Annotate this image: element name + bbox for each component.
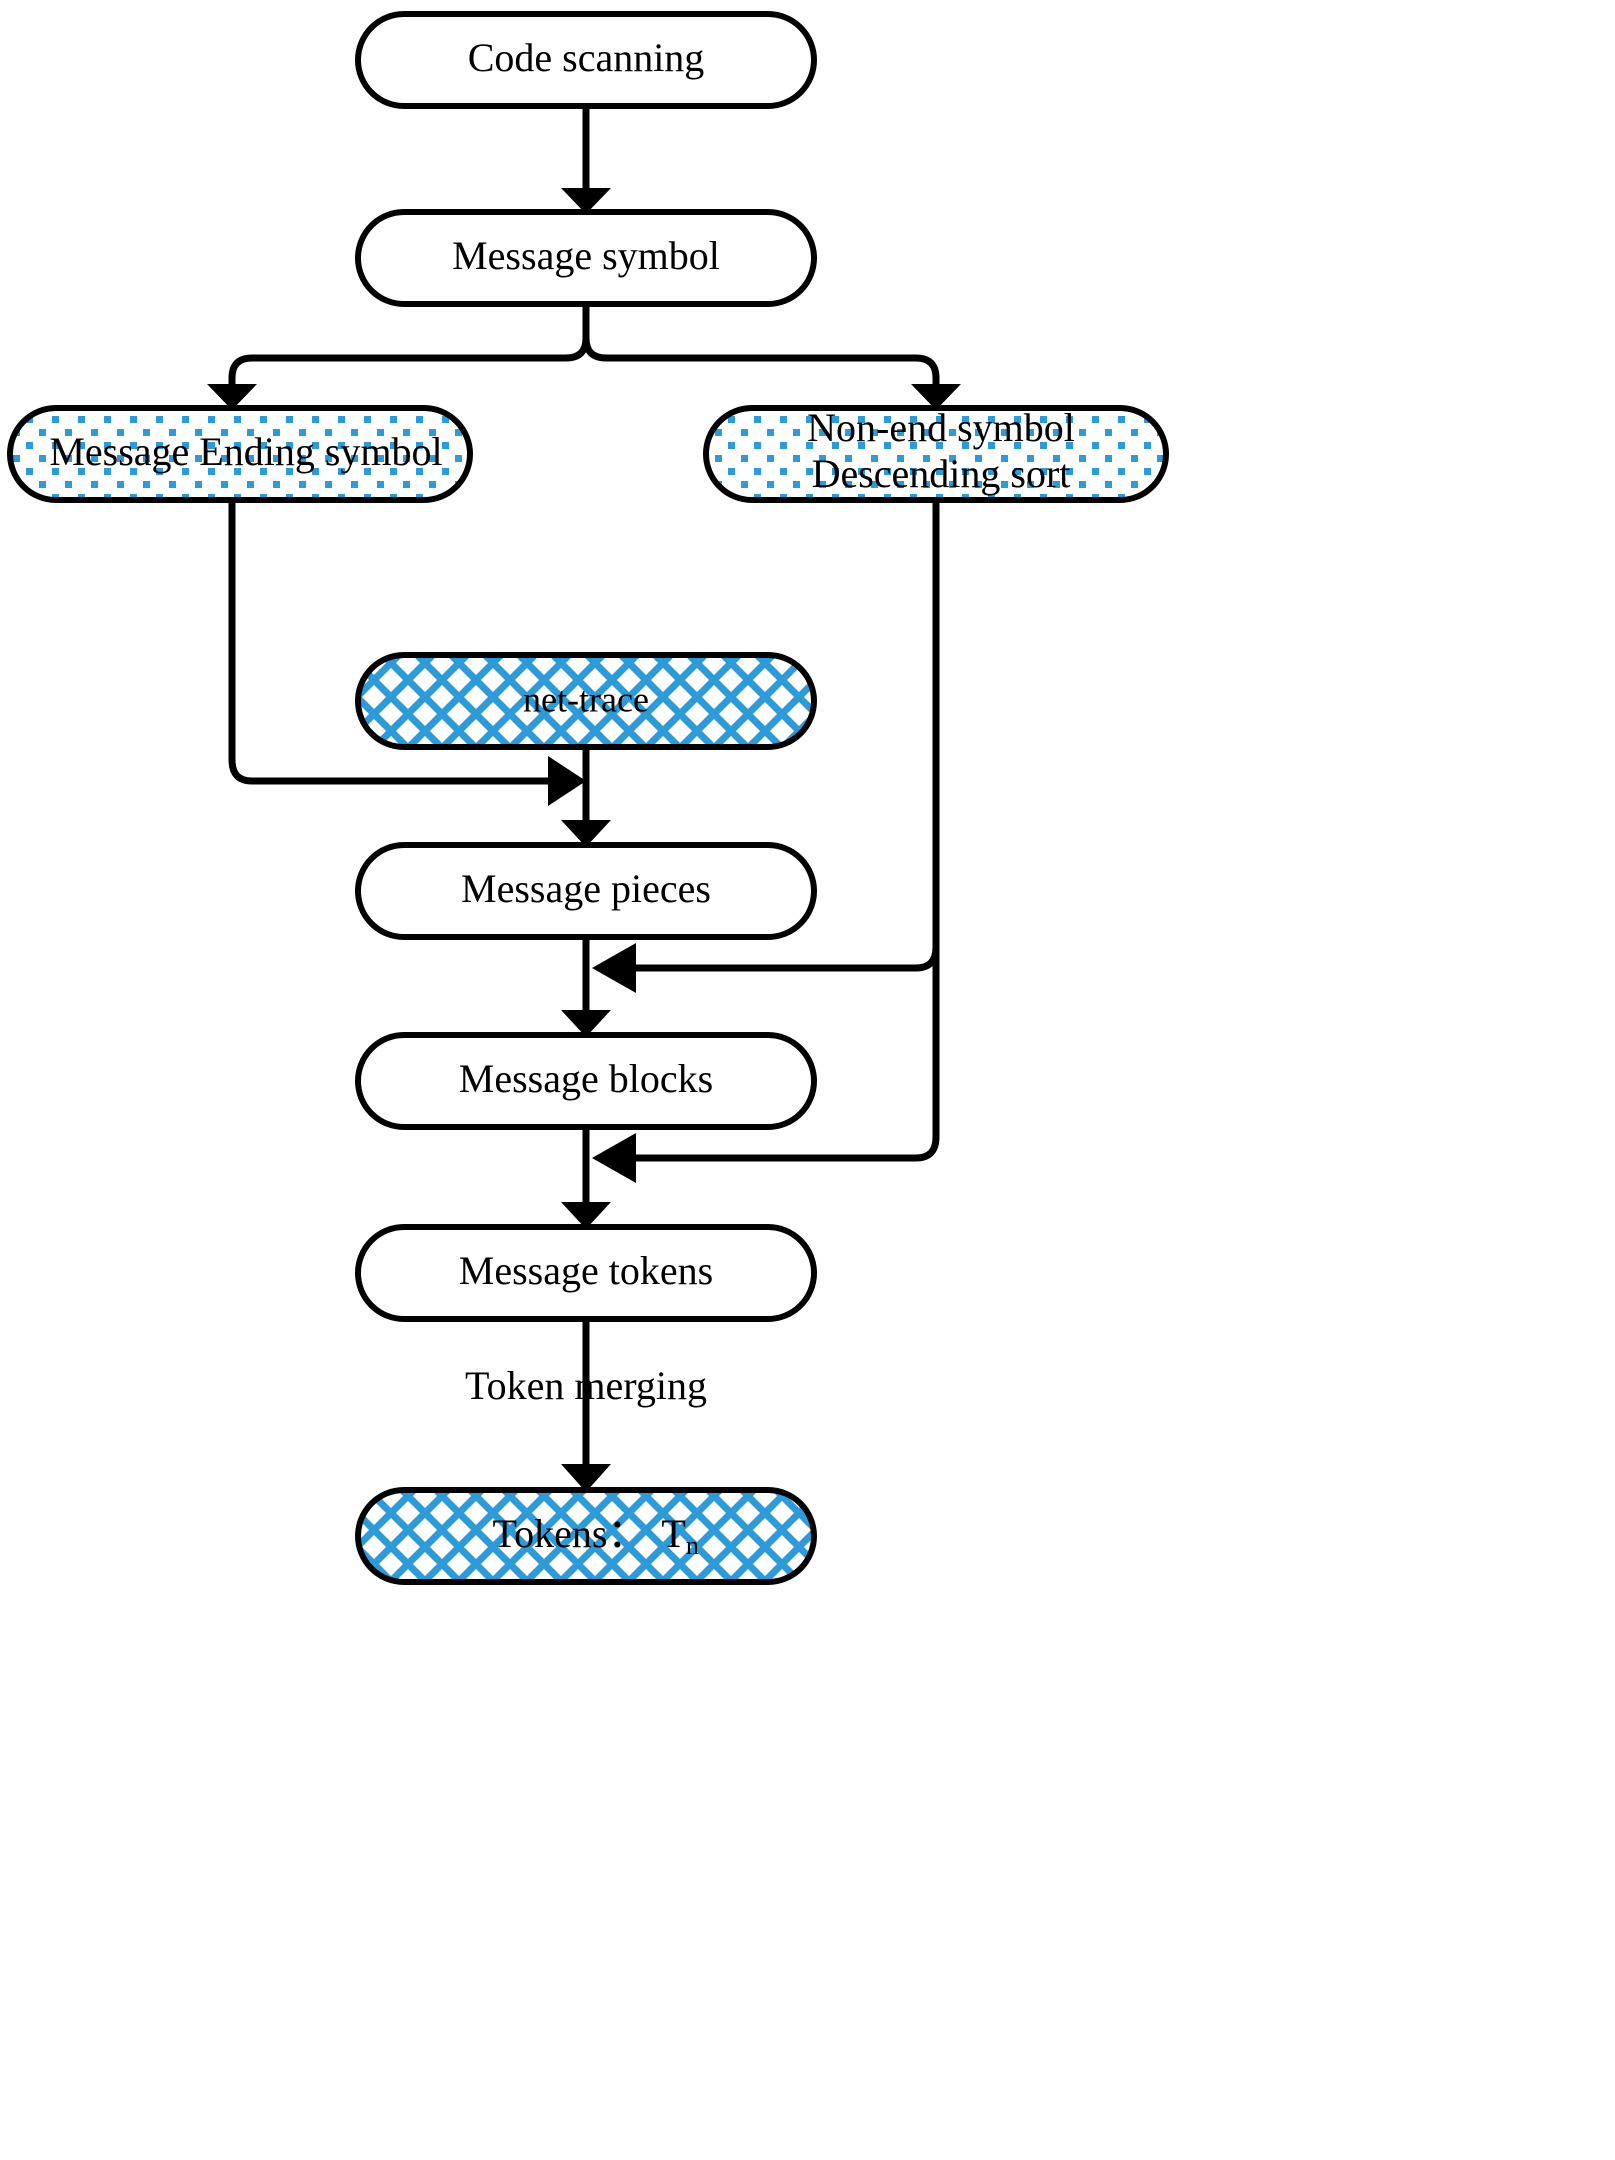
node-net-trace-shape [355, 652, 817, 750]
node-net-trace-label: net-trace [523, 679, 649, 719]
node-tokens-result-label-sub: n [686, 1531, 699, 1560]
edge-message-ending-to-message-pieces [228, 500, 586, 806]
edge-message-pieces-to-message-blocks [561, 937, 611, 1037]
node-message-ending-symbol-shape [7, 405, 473, 503]
node-tokens-result-label-var: T [661, 1511, 685, 1556]
node-tokens-result-label-main: Tokens： [492, 1511, 647, 1556]
node-tokens-result-shape [355, 1487, 817, 1585]
edge-net-trace-to-message-pieces [561, 747, 611, 847]
node-code-scanning[interactable]: Code scanning [355, 11, 817, 109]
node-message-pieces[interactable]: Message pieces [355, 842, 817, 940]
node-message-blocks-label: Message blocks [459, 1056, 713, 1101]
node-tokens-result-label: Tokens： Tn [423, 1511, 749, 1566]
edge-message-symbol-split [207, 304, 961, 410]
node-code-scanning-shape [355, 11, 817, 109]
edge-code-scanning-to-message-symbol [561, 106, 611, 214]
node-message-symbol[interactable]: Message symbol [355, 209, 817, 307]
node-message-tokens-label: Message tokens [459, 1248, 713, 1293]
node-non-end-symbol-label-line1: Non-end symbol [807, 405, 1075, 450]
node-message-ending-symbol[interactable]: Message Ending symbol [7, 405, 473, 503]
node-message-symbol-label: Message symbol [452, 233, 720, 278]
node-non-end-symbol[interactable]: Non-end symbol Descending sort [703, 405, 1169, 503]
edge-label-token-merging: Token merging [465, 1363, 707, 1408]
edge-non-end-to-message-tokens [592, 500, 940, 1183]
node-message-pieces-shape [355, 842, 817, 940]
node-message-pieces-label: Message pieces [461, 866, 711, 911]
node-message-ending-symbol-label: Message Ending symbol [49, 429, 442, 474]
node-tokens-result[interactable]: Tokens： Tn [355, 1487, 817, 1585]
node-net-trace[interactable]: net-trace [355, 652, 817, 750]
edge-message-tokens-to-tokens [561, 1319, 611, 1492]
edge-message-blocks-to-message-tokens [561, 1127, 611, 1229]
node-non-end-symbol-label-line2: Descending sort [812, 451, 1071, 496]
node-message-tokens-shape [355, 1224, 817, 1322]
node-message-symbol-shape [355, 209, 817, 307]
node-code-scanning-label: Code scanning [468, 35, 705, 80]
node-message-blocks[interactable]: Message blocks [355, 1032, 817, 1130]
node-message-blocks-shape [355, 1032, 817, 1130]
node-non-end-symbol-shape [703, 405, 1169, 503]
node-message-tokens[interactable]: Message tokens [355, 1224, 817, 1322]
